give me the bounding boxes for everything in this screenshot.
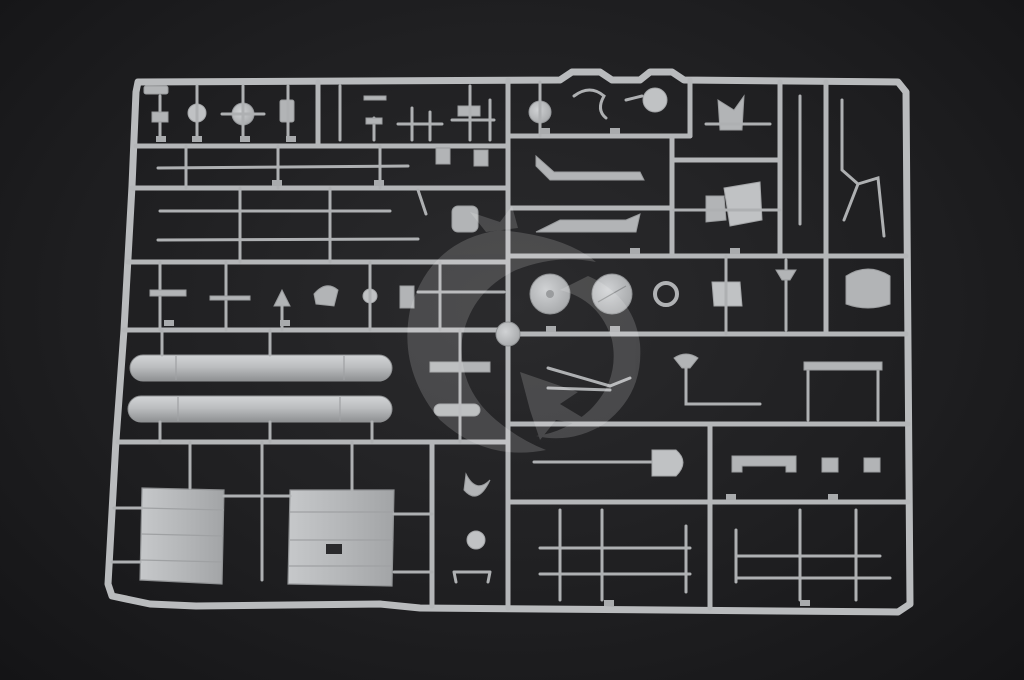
sprue-runners-left: [115, 77, 511, 611]
sprue-gates: [156, 128, 838, 606]
wheel-disc-parts: [495, 254, 891, 347]
lower-right-parts: [452, 353, 892, 602]
fender-panels: [110, 440, 434, 587]
upper-right-parts: [528, 80, 886, 238]
long-rods: [156, 144, 489, 264]
sprue-runners-right: [505, 77, 911, 611]
top-row-parts: [143, 84, 496, 142]
sprue-frame: [104, 68, 914, 616]
dragon-watermark-icon: [407, 206, 641, 453]
middle-left-parts: [149, 260, 506, 332]
tube-parts: [127, 328, 491, 444]
